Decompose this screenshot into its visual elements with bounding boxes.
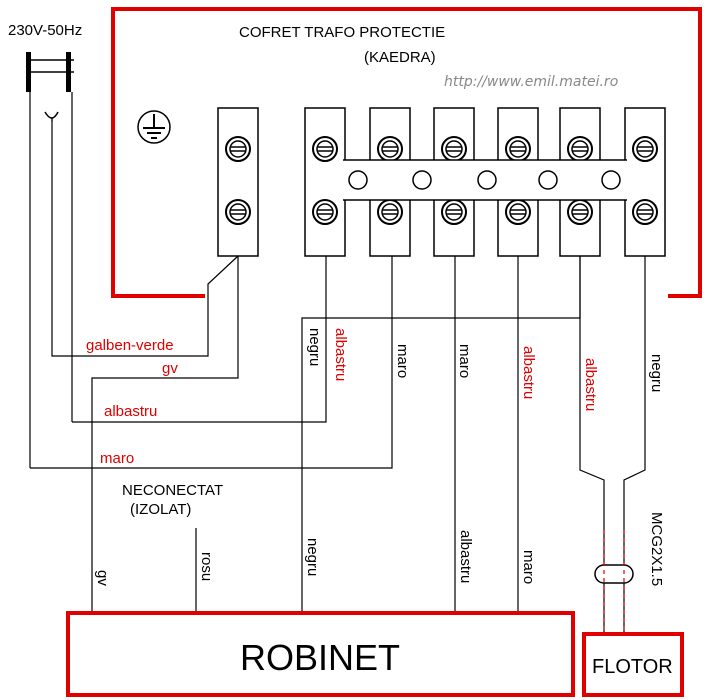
label-albastru-top: albastru <box>332 328 349 381</box>
plug-icon <box>26 52 74 119</box>
label-albastru-top2: albastru <box>520 346 537 399</box>
label-maro-top2: maro <box>456 344 473 378</box>
screw-terminal-icon <box>632 199 658 225</box>
flotor-box <box>582 632 684 697</box>
cabinet-title: COFRET TRAFO PROTECTIE <box>239 24 445 41</box>
label-gv-bottom: gv <box>94 570 111 586</box>
screw-terminal-icon <box>312 199 338 225</box>
screw-terminal-icon <box>377 136 403 162</box>
robinet-box <box>66 611 575 697</box>
ground-terminal-block <box>217 107 259 257</box>
label-albastru-bottom: albastru <box>457 530 474 583</box>
label-maro-bottom: maro <box>520 550 537 584</box>
screw-terminal-icon <box>312 136 338 162</box>
supply-voltage-label: 230V-50Hz <box>8 22 82 39</box>
label-maro-top1: maro <box>394 344 411 378</box>
flotor-label: FLOTOR <box>592 656 673 678</box>
label-gv-left: gv <box>162 360 178 377</box>
label-albastru-left: albastru <box>104 403 157 420</box>
label-negru-top2: negru <box>648 354 665 392</box>
cabinet-subtitle: (KAEDRA) <box>364 49 436 66</box>
screw-terminal-icon <box>225 136 251 162</box>
label-rosu-bottom: rosu <box>198 552 215 581</box>
screw-terminal-icon <box>225 199 251 225</box>
terminal-pocket <box>624 107 666 257</box>
cable-sleeve <box>594 564 634 584</box>
screw-terminal-icon <box>632 136 658 162</box>
cabinet-outline <box>111 7 702 298</box>
screw-terminal-icon <box>377 199 403 225</box>
terminal-strip <box>304 107 666 257</box>
label-galben-verde: galben-verde <box>86 337 174 354</box>
robinet-label: ROBINET <box>240 637 400 678</box>
label-cable-type: MCG2X1.5 <box>648 512 665 586</box>
neconectat-label: NECONECTAT <box>122 482 223 499</box>
label-albastru-top3: albastru <box>582 358 599 411</box>
label-negru-bottom: negru <box>304 538 321 576</box>
screw-terminal-icon <box>567 199 593 225</box>
wires <box>29 92 646 632</box>
terminal-pocket <box>304 107 346 257</box>
ground-symbol-icon <box>137 110 171 144</box>
screw-terminal-icon <box>441 136 467 162</box>
label-maro-left: maro <box>100 450 134 467</box>
izolat-label: (IZOLAT) <box>130 501 191 518</box>
website-url: http://www.emil.matei.ro <box>444 74 618 90</box>
screw-terminal-icon <box>567 136 593 162</box>
screw-terminal-icon <box>441 199 467 225</box>
screw-terminal-icon <box>505 136 531 162</box>
screw-terminal-icon <box>505 199 531 225</box>
label-negru-top: negru <box>306 328 323 366</box>
